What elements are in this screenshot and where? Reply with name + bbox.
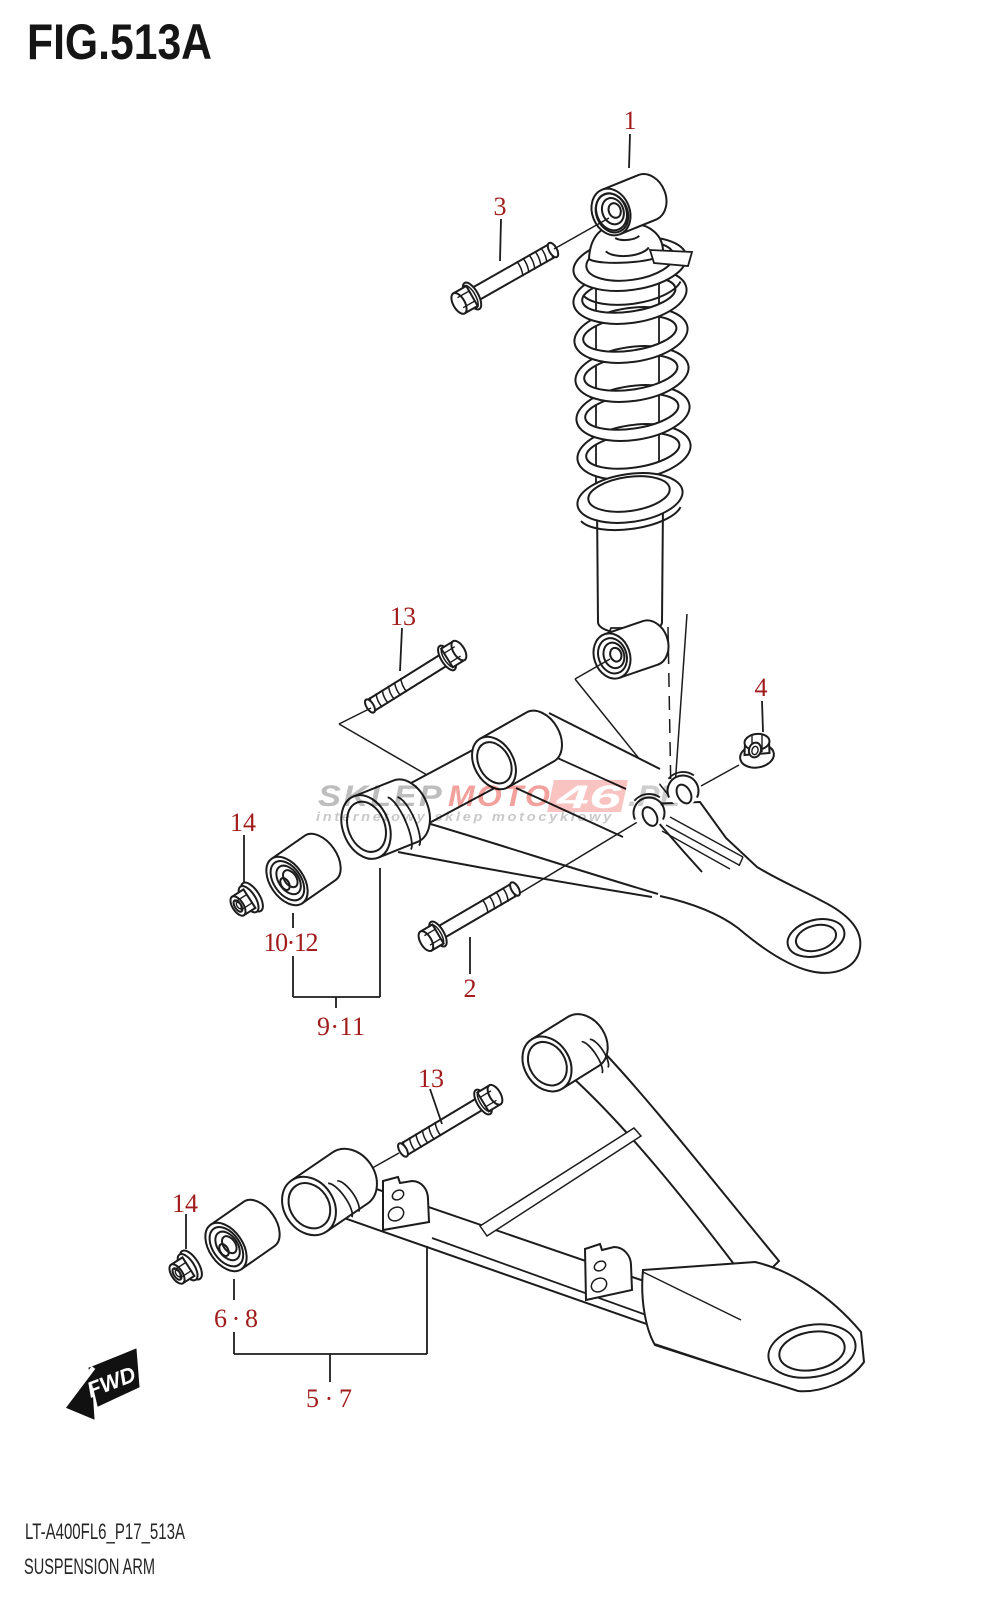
svg-text:internetowy sklep motocyklowy: internetowy sklep motocyklowy [316, 809, 614, 824]
svg-text:6 · 8: 6 · 8 [214, 1304, 258, 1333]
svg-text:SKLEP: SKLEP [318, 780, 444, 813]
svg-text:13: 13 [390, 602, 416, 631]
svg-text:4: 4 [755, 673, 768, 702]
svg-text:SUSPENSION ARM: SUSPENSION ARM [24, 1554, 155, 1579]
svg-text:5 · 7: 5 · 7 [306, 1384, 352, 1413]
svg-text:2: 2 [464, 974, 477, 1003]
svg-text:3: 3 [494, 192, 507, 221]
svg-text:LT-A400FL6_P17_513A: LT-A400FL6_P17_513A [25, 1519, 185, 1544]
svg-text:1: 1 [624, 106, 637, 135]
svg-text:14: 14 [230, 808, 256, 837]
svg-text:FIG.513A: FIG.513A [27, 14, 212, 70]
svg-text:.PL: .PL [628, 780, 680, 813]
svg-text:10·12: 10·12 [264, 928, 319, 957]
svg-text:14: 14 [172, 1189, 198, 1218]
svg-text:9·11: 9·11 [317, 1012, 365, 1041]
svg-text:46: 46 [555, 779, 621, 815]
svg-text:13: 13 [418, 1064, 444, 1093]
svg-text:MOTO: MOTO [448, 780, 552, 813]
